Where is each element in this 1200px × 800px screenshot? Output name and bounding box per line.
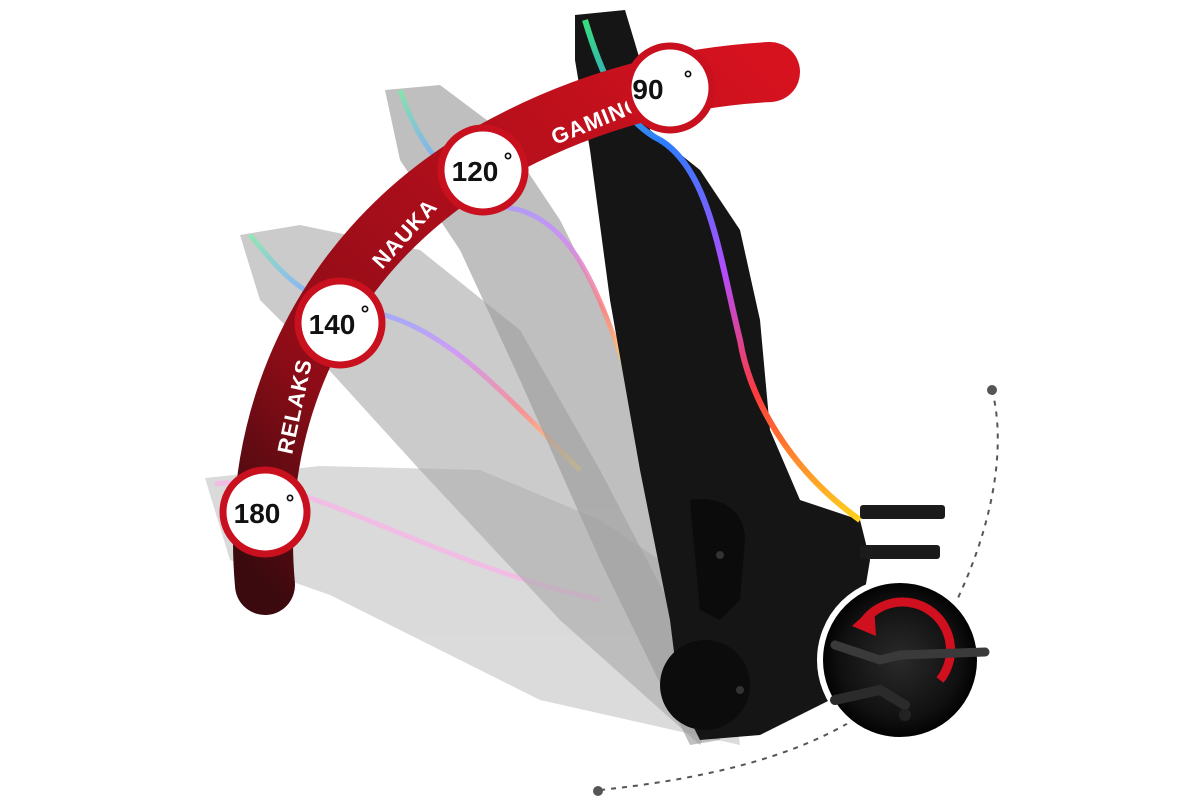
angle-value: 90: [632, 74, 663, 105]
chair-backrest-90: [575, 10, 945, 740]
guide-dot: [593, 786, 603, 796]
tilt-knob: [660, 640, 750, 730]
angle-unit: °: [361, 301, 370, 326]
ghost-backrest-120: [385, 85, 720, 745]
armrest-pad: [860, 505, 945, 519]
angle-badge-180: 180 °: [219, 466, 311, 558]
angle-value: 120: [452, 156, 499, 187]
recline-lever-icon: [830, 640, 990, 721]
angle-badge-90: 90 °: [624, 42, 716, 134]
motion-guide: [599, 389, 999, 791]
angle-value: 180: [234, 498, 281, 529]
lever-inset: [817, 577, 990, 743]
rotate-arrow-icon: [852, 597, 956, 683]
guide-dot: [987, 385, 997, 395]
angle-badge-120: 120 °: [437, 124, 529, 216]
angle-unit: °: [286, 490, 295, 515]
armrest-pad: [860, 545, 940, 559]
angle-unit: °: [684, 66, 693, 91]
angle-badge-140: 140 °: [294, 277, 386, 369]
angle-value: 140: [309, 309, 356, 340]
side-bracket: [690, 499, 745, 620]
angle-unit: °: [504, 148, 513, 173]
